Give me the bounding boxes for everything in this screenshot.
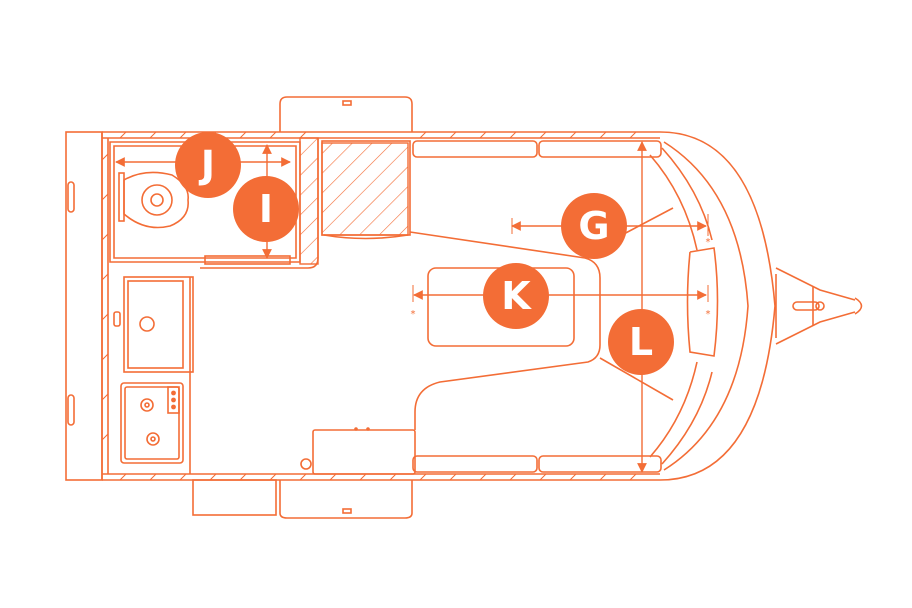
marker-G-label: G [578, 204, 609, 248]
wardrobe [321, 140, 411, 240]
rear-bumper [65, 131, 103, 481]
svg-text:*: * [706, 237, 711, 248]
marker-L-label: L [629, 320, 653, 364]
bench-bottom [412, 455, 662, 473]
wheel-fender-top [279, 96, 413, 132]
front-lounge [599, 147, 719, 465]
marker-L[interactable]: L [608, 309, 674, 375]
toilet [118, 171, 189, 229]
front-nose [659, 131, 776, 481]
marker-K[interactable]: K [483, 263, 549, 329]
tow-hitch [775, 267, 863, 345]
sink [113, 276, 194, 373]
cooktop [120, 382, 184, 464]
svg-text:*: * [411, 309, 416, 320]
dimension-lines: * * * [115, 141, 711, 473]
marker-K-label: K [501, 274, 532, 318]
bathroom [109, 137, 319, 269]
marker-G[interactable]: G [561, 193, 627, 259]
marker-I-label: I [259, 187, 273, 231]
bench-top [412, 140, 662, 158]
wheel-fender-bottom [192, 479, 413, 519]
dinette-bed [300, 231, 601, 475]
svg-text:*: * [706, 309, 711, 320]
marker-J[interactable]: J [175, 132, 241, 198]
marker-J-label: J [198, 143, 215, 187]
marker-I[interactable]: I [233, 176, 299, 242]
